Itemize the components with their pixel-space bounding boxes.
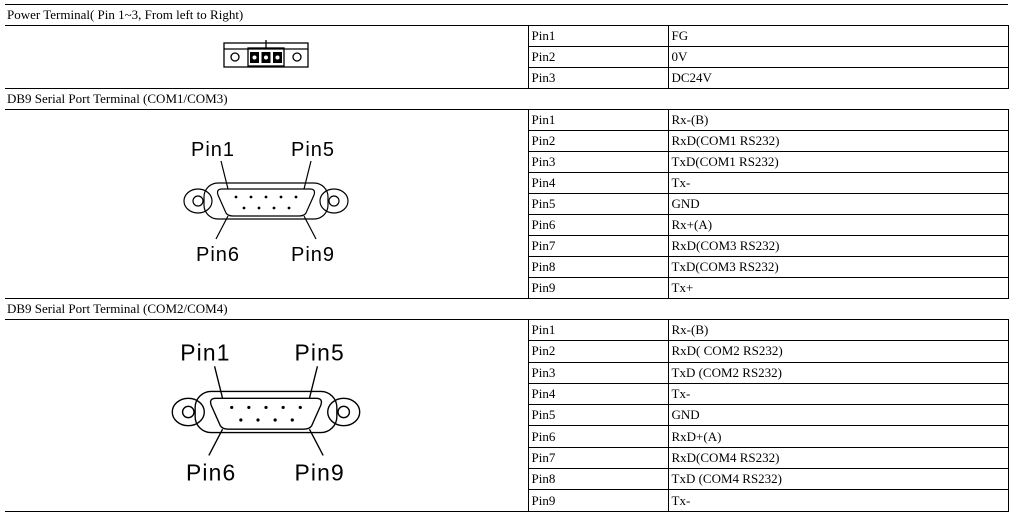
- pin-cell: Pin1: [527, 109, 669, 131]
- pin-label-tl: Pin1: [181, 340, 231, 366]
- signal-cell: Tx-: [667, 382, 1009, 406]
- signal-cell: GND: [667, 404, 1009, 427]
- pin-label-br: Pin9: [291, 244, 335, 266]
- pin-cell: Pin8: [527, 468, 669, 491]
- signal-cell: Tx-: [667, 172, 1009, 194]
- pin-cell: Pin4: [527, 382, 669, 406]
- db9-connector-icon: Pin1 Pin5 Pin6 Pin9: [183, 139, 349, 266]
- power-terminal-icon: [223, 40, 309, 68]
- pin-cell: Pin5: [527, 404, 669, 427]
- pin-cell: Pin2: [527, 46, 669, 68]
- signal-cell: Rx+(A): [667, 214, 1009, 236]
- pin-cell: Pin8: [527, 256, 669, 278]
- pin-label-bl: Pin6: [196, 244, 240, 266]
- connector-image-cell: Pin1 Pin5 Pin6 Pin9: [5, 109, 529, 299]
- pin-label-tr: Pin5: [295, 340, 345, 366]
- pin-cell: Pin3: [527, 361, 669, 384]
- signal-cell: Tx+: [667, 277, 1009, 299]
- pin-cell: Pin7: [527, 446, 669, 470]
- pin-cell: Pin9: [527, 277, 669, 299]
- pin-cell: Pin6: [527, 214, 669, 236]
- signal-cell: TxD (COM2 RS232): [667, 361, 1009, 384]
- section-title: Power Terminal( Pin 1~3, From left to Ri…: [5, 4, 1008, 26]
- pin-label-tl: Pin1: [191, 139, 235, 161]
- signal-cell: TxD (COM4 RS232): [667, 468, 1009, 491]
- signal-cell: FG: [667, 25, 1009, 47]
- pin-label-tr: Pin5: [291, 139, 335, 161]
- signal-cell: Rx-(B): [667, 318, 1009, 342]
- signal-cell: DC24V: [667, 67, 1009, 89]
- signal-cell: RxD(COM3 RS232): [667, 235, 1009, 257]
- section-title: DB9 Serial Port Terminal (COM2/COM4): [5, 298, 1008, 320]
- pin-cell: Pin6: [527, 425, 669, 448]
- connector-image-cell: Pin1 Pin5 Pin6 Pin9: [5, 319, 529, 512]
- section-title: DB9 Serial Port Terminal (COM1/COM3): [5, 88, 1008, 110]
- pin-cell: Pin2: [527, 340, 669, 363]
- pin-definition-table: Power Terminal( Pin 1~3, From left to Ri…: [5, 4, 1009, 512]
- pin-cell: Pin4: [527, 172, 669, 194]
- pin-cell: Pin1: [527, 318, 669, 342]
- pin-cell: Pin3: [527, 151, 669, 173]
- signal-cell: Rx-(B): [667, 109, 1009, 131]
- signal-cell: Tx-: [667, 489, 1009, 512]
- signal-cell: RxD(COM4 RS232): [667, 446, 1009, 470]
- db9-connector-icon: Pin1 Pin5 Pin6 Pin9: [171, 340, 361, 486]
- signal-cell: 0V: [667, 46, 1009, 68]
- pin-label-br: Pin9: [295, 460, 345, 486]
- signal-cell: RxD+(A): [667, 425, 1009, 448]
- pin-cell: Pin1: [527, 25, 669, 47]
- signal-cell: GND: [667, 193, 1009, 215]
- pin-cell: Pin5: [527, 193, 669, 215]
- pin-cell: Pin7: [527, 235, 669, 257]
- pin-cell: Pin3: [527, 67, 669, 89]
- signal-cell: TxD(COM3 RS232): [667, 256, 1009, 278]
- pin-cell: Pin2: [527, 130, 669, 152]
- pin-cell: Pin9: [527, 489, 669, 512]
- connector-image-cell: [5, 25, 529, 89]
- signal-cell: RxD(COM1 RS232): [667, 130, 1009, 152]
- signal-cell: RxD( COM2 RS232): [667, 340, 1009, 363]
- pin-label-bl: Pin6: [186, 460, 236, 486]
- signal-cell: TxD(COM1 RS232): [667, 151, 1009, 173]
